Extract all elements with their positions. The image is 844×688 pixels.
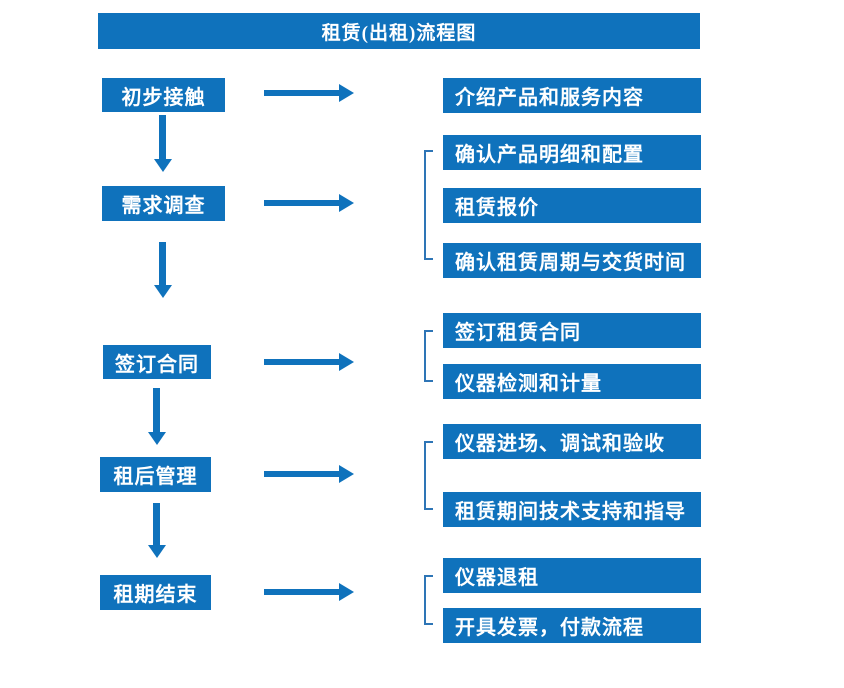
group-bracket-needs-survey bbox=[424, 150, 433, 260]
down-arrow-head bbox=[154, 285, 172, 298]
output-box-instrument-inspection-calibration: 仪器检测和计量 bbox=[443, 364, 701, 399]
group-bracket-post-rental bbox=[424, 441, 433, 510]
down-arrow-shaft bbox=[153, 503, 160, 546]
down-arrow-1 bbox=[154, 115, 172, 172]
right-arrow-shaft bbox=[264, 359, 341, 365]
output-box-introduce-products-services: 介绍产品和服务内容 bbox=[443, 78, 701, 113]
right-arrow-head bbox=[339, 84, 354, 102]
right-arrow-head bbox=[339, 353, 354, 371]
stage-box-initial-contact: 初步接触 bbox=[102, 78, 225, 112]
right-arrow-4 bbox=[264, 465, 354, 483]
output-box-confirm-rental-period-delivery: 确认租赁周期与交货时间 bbox=[443, 243, 701, 278]
right-arrow-5 bbox=[264, 583, 354, 601]
right-arrow-shaft bbox=[264, 200, 341, 206]
stage-box-post-rental-management: 租后管理 bbox=[100, 457, 211, 492]
right-arrow-3 bbox=[264, 353, 354, 371]
output-box-instrument-delivery-debug-acceptance: 仪器进场、调试和验收 bbox=[443, 424, 701, 459]
down-arrow-head bbox=[148, 432, 166, 445]
right-arrow-shaft bbox=[264, 471, 341, 477]
stage-box-needs-survey: 需求调查 bbox=[102, 186, 225, 221]
down-arrow-head bbox=[148, 545, 166, 558]
output-box-rental-tech-support-guidance: 租赁期间技术支持和指导 bbox=[443, 492, 701, 527]
down-arrow-3 bbox=[148, 388, 166, 445]
stage-box-lease-end: 租期结束 bbox=[100, 575, 211, 610]
stage-box-sign-contract: 签订合同 bbox=[103, 345, 211, 379]
group-bracket-lease-end bbox=[424, 575, 433, 625]
output-box-invoice-payment-process: 开具发票，付款流程 bbox=[443, 608, 701, 643]
group-bracket-sign-contract bbox=[424, 330, 433, 382]
down-arrow-shaft bbox=[153, 388, 160, 433]
output-box-instrument-return: 仪器退租 bbox=[443, 558, 701, 593]
down-arrow-head bbox=[154, 159, 172, 172]
right-arrow-head bbox=[339, 583, 354, 601]
output-box-sign-rental-contract: 签订租赁合同 bbox=[443, 313, 701, 348]
down-arrow-shaft bbox=[159, 242, 166, 286]
flowchart-title: 租赁(出租)流程图 bbox=[98, 13, 700, 49]
right-arrow-1 bbox=[264, 84, 354, 102]
right-arrow-2 bbox=[264, 194, 354, 212]
down-arrow-2 bbox=[154, 242, 172, 298]
down-arrow-shaft bbox=[159, 115, 166, 160]
output-box-confirm-product-details-config: 确认产品明细和配置 bbox=[443, 135, 701, 170]
right-arrow-head bbox=[339, 194, 354, 212]
right-arrow-shaft bbox=[264, 589, 341, 595]
right-arrow-head bbox=[339, 465, 354, 483]
right-arrow-shaft bbox=[264, 90, 341, 96]
output-box-rental-quote: 租赁报价 bbox=[443, 188, 701, 223]
down-arrow-4 bbox=[148, 503, 166, 558]
